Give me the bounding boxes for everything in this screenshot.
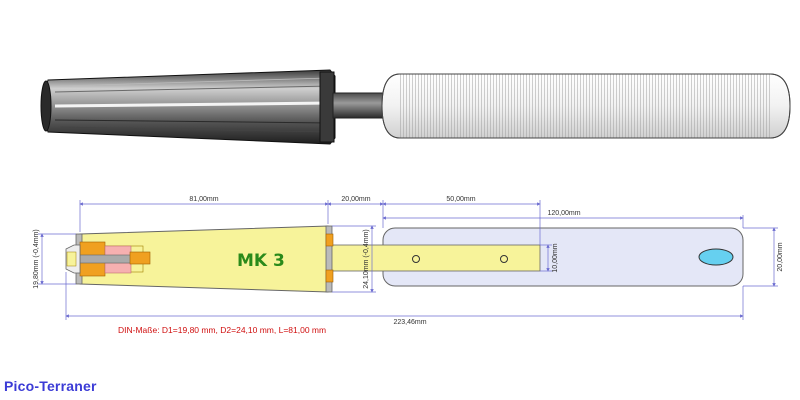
inner-nut-bottom <box>79 261 106 277</box>
cone-tip-yellow <box>66 251 77 267</box>
dim-shaft-length: 20,00mm <box>341 196 370 203</box>
shaft-strip <box>327 244 541 272</box>
collet-cone-3d <box>40 69 336 145</box>
dim-total-length: 223,46mm <box>393 319 426 326</box>
tool-2d-drawing: MK 3 <box>33 196 784 335</box>
inner-sleeve-pink-top <box>104 245 132 257</box>
dim-large-diameter: 24,10mm (-0,4mm) <box>363 229 370 289</box>
inner-nut-top <box>79 241 106 257</box>
threaded-grip-3d <box>381 73 791 139</box>
din-note: DIN-Maße: D1=19,80 mm, D2=24,10 mm, L=81… <box>118 325 326 335</box>
tool-3d-render <box>40 69 791 145</box>
dim-small-diameter: 19,80mm (-0,4mm) <box>33 229 40 289</box>
inner-rod-end <box>129 251 151 265</box>
handle-hole <box>698 248 734 266</box>
dim-cone-length: 81,00mm <box>189 196 218 203</box>
pin-hole-2 <box>500 255 508 263</box>
inner-sleeve-pink-bottom <box>104 262 132 274</box>
dim-handle-slot: 50,00mm <box>446 196 475 203</box>
orange-block-bottom <box>325 269 334 283</box>
dim-slot-width: 10,00mm <box>552 243 559 272</box>
pin-hole-1 <box>412 255 420 263</box>
dim-handle-width: 20,00mm <box>777 242 784 271</box>
mk-label: MK 3 <box>237 251 285 271</box>
dimension-lines <box>38 200 778 320</box>
brand-label: Pico-Terraner <box>4 378 97 394</box>
dim-handle-length: 120,00mm <box>547 210 580 217</box>
cone-end-ring-right <box>325 225 333 293</box>
orange-block-top <box>325 233 334 247</box>
